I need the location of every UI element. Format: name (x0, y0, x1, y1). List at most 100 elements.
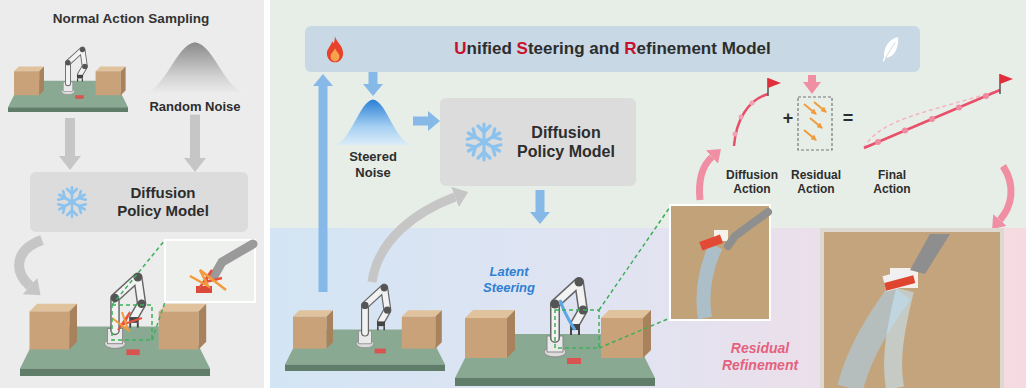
final-action-icon (956, 105, 962, 111)
final-action-icon (864, 74, 1013, 148)
node-text: Diffusion Policy Model (111, 184, 215, 220)
policy-box: Diffusion Policy Model (440, 98, 636, 186)
residual-action-icon (810, 118, 822, 128)
label-slot: + (780, 108, 796, 130)
zoom-marker (152, 302, 165, 340)
node-text: Steered Noise (342, 149, 404, 180)
flow-arrow (319, 86, 328, 292)
diffusion-action-icon (734, 94, 768, 146)
text-run: a (589, 39, 598, 58)
text-holder: Diffusion Policy Model (506, 123, 626, 161)
icon-flame (321, 35, 349, 63)
operator-symbol: + (780, 108, 796, 130)
flow-arrow (536, 190, 545, 212)
final-action-icon (864, 90, 1000, 148)
icon-flame (327, 36, 343, 62)
label-slot: Latent Steering (474, 264, 544, 295)
label-slot: Residual Action (784, 168, 848, 197)
text-run: odel (736, 39, 771, 58)
action-label: Residual Action (784, 168, 848, 197)
residual-action-icon (804, 104, 816, 114)
text-run: nd (599, 39, 625, 58)
icon-snow (462, 120, 506, 164)
final-action-icon (983, 93, 989, 99)
zoom-marker (112, 240, 165, 340)
final-action-icon (875, 139, 881, 145)
text-holder: Random Noise (149, 99, 240, 115)
insertion-photo (884, 275, 915, 290)
stage-label: Latent Steering (474, 264, 544, 295)
zoom-marker (599, 318, 670, 348)
flow-connector (369, 72, 378, 84)
panel-background (0, 0, 264, 388)
label-slot: = (840, 108, 856, 130)
insertion-photo (728, 212, 768, 246)
insertion-photo (820, 228, 1004, 388)
robot-scene (8, 47, 128, 112)
zoom-marker (555, 310, 599, 348)
zoom-inset (214, 244, 253, 276)
icon-feather (883, 37, 899, 61)
robot-scene (8, 47, 655, 386)
zoom-marker (599, 207, 670, 310)
text-run: efinement (637, 39, 722, 58)
insertion-photo (910, 234, 950, 274)
diffusion-action-icon (733, 132, 738, 137)
text-holder: Diffusion Policy Model (90, 184, 236, 220)
label-slot: Final Action (862, 168, 922, 197)
residual-action-icon (798, 97, 832, 150)
icon-snow (57, 187, 87, 216)
insertion-photo (893, 290, 905, 388)
insertion-photo (820, 228, 1004, 388)
zoom-inset (165, 240, 255, 302)
noise-distribution (333, 96, 413, 146)
noise-distribution (333, 100, 413, 146)
zoom-marker (112, 240, 165, 305)
insertion-photo (703, 246, 716, 318)
operator-symbol: = (840, 108, 856, 130)
stage-label: Residual Refinement (712, 340, 808, 374)
flow-arrow (1000, 166, 1011, 220)
label-slot: Normal Action Sampling (0, 11, 262, 27)
flow-arrow (19, 240, 42, 286)
policy-box: Diffusion Policy Model (30, 172, 248, 232)
final-action-icon (902, 128, 908, 134)
failed-trajectory (118, 312, 142, 330)
insertion-photo (670, 205, 770, 320)
node-text: Unified Steering and Refinement Model (454, 39, 771, 59)
final-action-icon (1000, 74, 1013, 84)
residual-action-icon (798, 97, 832, 150)
text-run: R (624, 39, 636, 58)
residual-action-icon (814, 102, 826, 112)
failed-trajectory (112, 312, 142, 330)
steered-trajectory (560, 300, 575, 330)
panel-title: Normal Action Sampling (0, 11, 262, 27)
icon-feather (876, 35, 904, 63)
diffusion-action-icon (750, 101, 755, 106)
text-run: S (517, 39, 528, 58)
residual-action-icon (804, 130, 816, 140)
final-action-icon (864, 90, 1000, 148)
insertion-photo (882, 268, 915, 291)
panel-background (270, 0, 1026, 388)
noise-distribution (140, 42, 250, 95)
node-text: Random Noise (149, 99, 240, 115)
text-holder: Steered Noise (342, 149, 404, 180)
robot-scene (285, 284, 445, 371)
zoom-marker (112, 305, 152, 340)
icon-snow (465, 124, 502, 160)
zoom-inset (165, 240, 255, 302)
noise-source: Random Noise (140, 38, 250, 115)
insertion-photo (824, 232, 1000, 388)
zoom-marker (555, 207, 670, 348)
noise-distribution (140, 38, 250, 96)
label-slot: Diffusion Action (719, 168, 785, 197)
text-holder: Unified Steering and Refinement Model (349, 39, 876, 59)
flow-arrow (808, 75, 816, 82)
text-run: teering (528, 39, 589, 58)
flow-arrow (372, 197, 455, 282)
insertion-photo (699, 234, 723, 250)
flow-connector (413, 117, 428, 126)
